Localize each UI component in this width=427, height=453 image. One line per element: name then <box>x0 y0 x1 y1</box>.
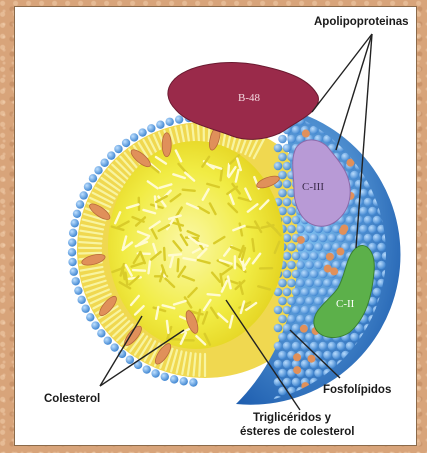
phospholipids-label: Fosfolípidos <box>323 384 391 396</box>
b48-label: B-48 <box>238 92 261 104</box>
triglycerides-label-line2: ésteres de colesterol <box>240 426 354 438</box>
triglycerides-label-line1: Triglicéridos y <box>253 412 331 424</box>
triglyceride-core <box>108 141 284 349</box>
c2-label: C-II <box>336 298 355 310</box>
cholesterol-label: Colesterol <box>44 393 100 405</box>
apolipoproteins-label: Apolipoproteinas <box>314 16 409 28</box>
c3-label: C-III <box>302 181 324 193</box>
